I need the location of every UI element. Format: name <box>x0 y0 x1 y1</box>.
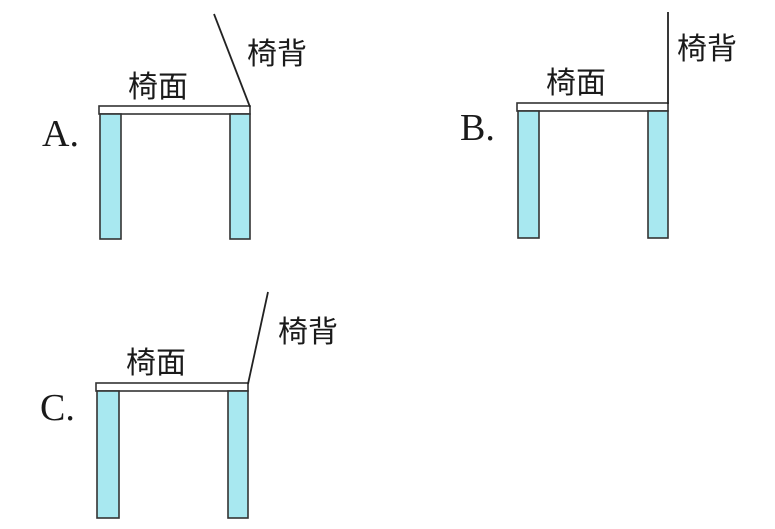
option-a-chair-back <box>213 13 251 108</box>
option-b-left-leg <box>517 110 540 239</box>
option-b-back-label: 椅背 <box>677 32 737 67</box>
option-c-seat-label: 椅面 <box>126 346 186 381</box>
option-a: A. 椅面 椅背 <box>42 13 307 240</box>
option-b-letter: B. <box>460 107 495 149</box>
option-b: B. 椅面 椅背 <box>460 12 737 239</box>
option-c-seat <box>95 382 249 392</box>
option-c-chair-back <box>247 291 269 385</box>
option-b-seat <box>516 102 669 112</box>
option-a-right-leg <box>229 113 251 240</box>
option-a-seat-label: 椅面 <box>128 70 188 105</box>
option-c-back-label: 椅背 <box>278 315 338 350</box>
option-a-seat <box>98 105 251 115</box>
option-c: C. 椅面 椅背 <box>40 291 338 519</box>
option-b-seat-label: 椅面 <box>546 66 606 101</box>
option-a-letter: A. <box>42 113 79 155</box>
option-a-back-label: 椅背 <box>247 37 307 72</box>
option-c-letter: C. <box>40 387 75 429</box>
option-b-right-leg <box>647 110 669 239</box>
option-a-left-leg <box>99 113 122 240</box>
option-c-right-leg <box>227 390 249 519</box>
option-c-left-leg <box>96 390 120 519</box>
